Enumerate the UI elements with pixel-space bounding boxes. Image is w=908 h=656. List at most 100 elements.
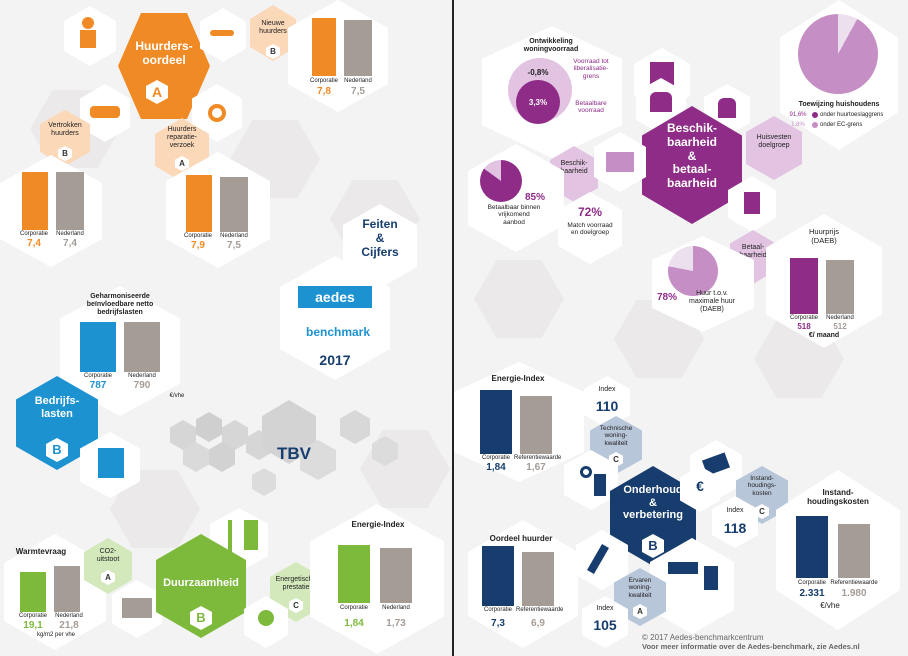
drill-icon [668,562,698,574]
ned-value: 512 [833,322,847,331]
corp-value: 1,84 [344,618,364,629]
tbv-hex [252,468,276,496]
bar-corporatie [80,322,116,372]
huisvesten-label: Huisvesten doelgroep [756,134,792,150]
ref-label: Referentiewaarde [516,607,564,613]
bar-corporatie [22,172,48,230]
bedrijfslasten-title: Bedrijfs- lasten [34,395,80,420]
beschikbaarheid-small-label: Beschik- baarheid [560,160,588,176]
bar-corporatie [790,258,818,314]
co2-label: CO2- uitstoot [96,548,120,564]
huurdersoordeel-title: Huurders- oordeel [135,39,193,67]
ned-value: 7,4 [63,238,77,249]
ned-value: 7,5 [351,86,365,97]
instandhouding-small-badge: C [755,504,769,519]
ref-value: 1.980 [841,588,867,599]
huur-tov-pct: 78% [656,292,677,303]
legend-dot [812,112,818,118]
person-icon [82,17,94,29]
solar-panel-icon [244,520,258,550]
bar-nederland [56,172,84,230]
ned-value: 790 [133,380,151,391]
corp-label: Corporatie [183,233,212,239]
ned-label: Nederland [128,373,156,379]
betaalbaar-hex [468,144,564,252]
house-icon [122,598,152,618]
bar-corporatie [20,572,46,612]
duurzaamheid-title: Duurzaamheid [163,577,239,589]
corp-value: 787 [89,380,107,391]
bar-referentie [838,524,870,578]
unit-label: €/vhe [169,393,185,399]
ontwikkeling-title: Ontwikkeling woningvoorraad [523,38,579,54]
ref-label: Referentiewaarde [830,580,878,586]
ned-value: 7,5 [227,240,241,251]
energetische-label: Energetische prestatie [275,576,317,592]
bedrijfslasten-chart-title: Geharmoniseerde beïnvloedbare netto bedr… [86,293,154,317]
unit-label: €/ maand [808,332,840,339]
index-110-hex [584,376,630,428]
bar-corporatie [482,546,514,606]
co2-badge: A [101,570,115,585]
turbine-icon [228,520,232,556]
toewijzing-title: Toewijzing huishoudens [798,101,880,108]
corp-label: Corporatie [483,607,512,613]
corp-label: Corporatie [18,613,47,619]
index-value: 110 [595,398,619,414]
index-label: Index [598,386,616,393]
corp-label: Corporatie [481,455,510,461]
betaalbaar-pct: 85% [524,192,545,203]
house-icon [704,566,718,590]
beschikbaarheid-title: Beschik- baarheid & betaal- baarheid [666,121,718,191]
nieuwe-huurders-badge: B [266,44,280,59]
ontwikkeling-v1: -0,8% [527,68,549,77]
bar-nederland [826,260,854,314]
benchmark-logo-text: benchmark [306,325,371,339]
energetische-badge: C [289,598,303,613]
house-icon [606,152,634,172]
corp-value: 1,84 [486,462,506,473]
house-icon [594,474,606,496]
tbv-hex [340,410,370,444]
panel-divider [452,0,454,656]
tbv-label: TBV [277,444,311,463]
bar-corporatie [796,516,828,578]
oordeel-title: Oordeel huurder [489,534,553,543]
info-link-text[interactable]: Voor meer informatie over de Aedes-bench… [642,642,860,651]
euro-icon: € [696,478,704,494]
corp-value: 7,8 [317,86,331,97]
ned-label: Nederland [220,233,248,239]
betaalbaar-pie [480,160,522,202]
ontwikkeling-v2: 3,3% [528,98,548,107]
onderhoud-title: Onderhoud & verbetering [623,484,683,522]
unit-label: kg/m2 per vhe [36,632,76,638]
sun-icon [580,466,592,478]
corp-label: Corporatie [789,315,818,321]
ned-value: 1,73 [386,618,406,629]
right-panel: Ontwikkeling woningvoorraad -0,8% 3,3% V… [454,0,908,656]
bar-corporatie [480,390,512,454]
bar-nederland [344,20,372,76]
corp-label: Corporatie [339,605,368,611]
huurdersoordeel-badge: A [146,80,168,104]
bar-nederland [54,566,80,612]
duurzaamheid-badge: B [190,606,212,630]
toewijzing-p1: 91,6% [789,112,807,118]
legend-dot [812,122,818,128]
house-icon [744,192,760,214]
corp-label: Corporatie [797,580,826,586]
chart-vertrokken-hex [0,155,102,267]
corp-value: 518 [797,322,811,331]
chart-energie-index-hex [310,504,444,654]
match-pct: 72% [577,205,603,219]
onderhoud-badge: B [642,534,664,558]
aedes-logo [298,286,372,308]
ervaren-label: Ervaren woning- kwaliteit [628,577,652,599]
people-icon [718,98,736,118]
bg-hex [360,430,450,508]
huur-tov-pie [668,246,718,296]
family-icon [650,92,672,112]
toewijzing-l1: onder huurtoeslaggrens [820,112,884,118]
huur-tov-label: Huur t.o.v. maximale huur (DAEB) [689,290,735,314]
left-panel: Huurders- oordeel A Nieuwe huurders B Co… [0,0,452,656]
